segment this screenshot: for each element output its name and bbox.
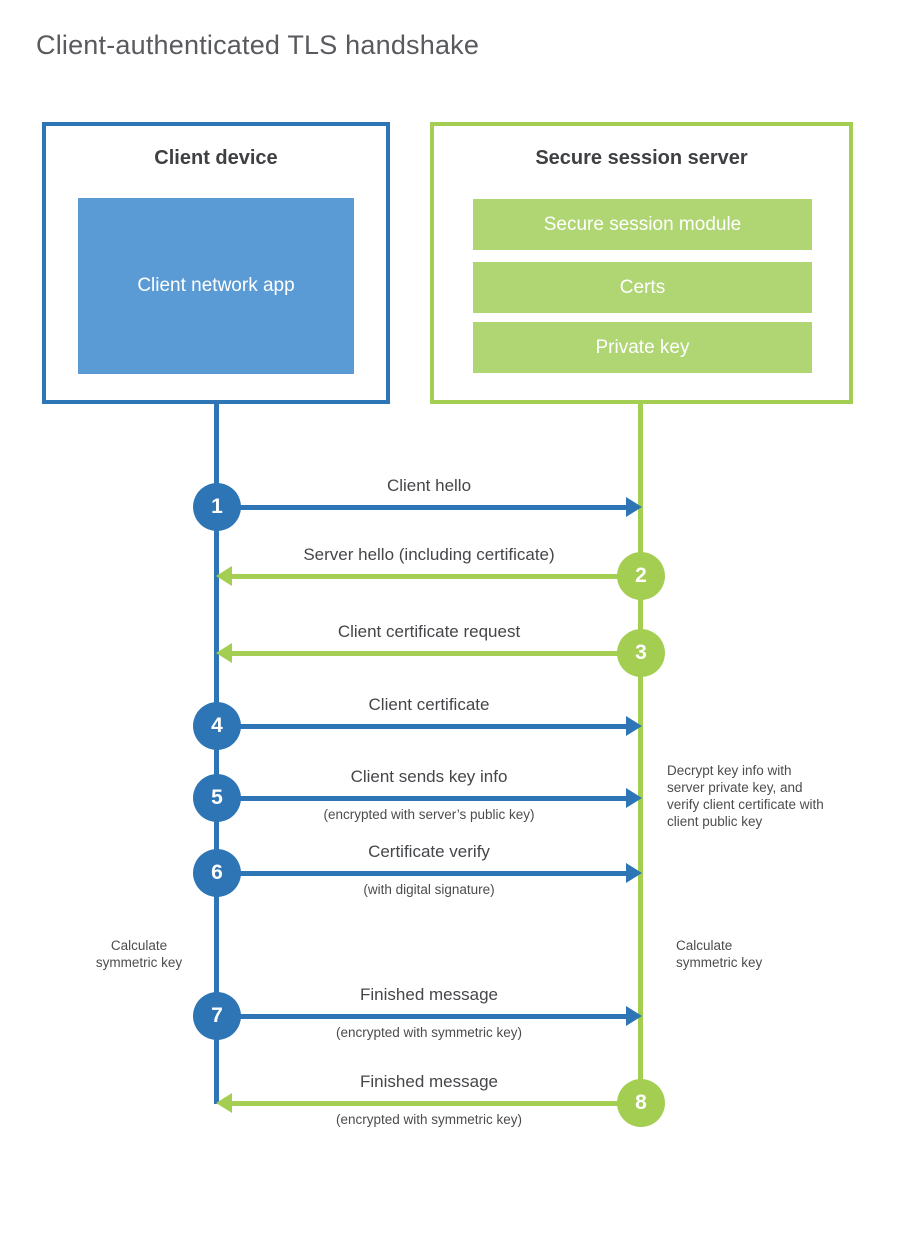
server-decrypt-note: Decrypt key info with server private key… bbox=[667, 763, 824, 829]
message-sublabel-6: (with digital signature) bbox=[363, 882, 495, 897]
arrow-client-to-server-6 bbox=[217, 863, 642, 883]
server-calculate-symmetric-key-note: Calculate symmetric key bbox=[676, 938, 763, 970]
client-calculate-symmetric-key-note: Calculate symmetric key bbox=[95, 938, 183, 970]
client-network-app-label: Client network app bbox=[137, 275, 295, 297]
client-lifeline bbox=[214, 404, 219, 1104]
step-circle-4: 4 bbox=[193, 702, 241, 750]
arrow-client-to-server-7 bbox=[217, 1006, 642, 1026]
arrow-client-to-server-4 bbox=[217, 716, 642, 736]
step-circle-6: 6 bbox=[193, 849, 241, 897]
client-network-app-box: Client network app bbox=[78, 198, 354, 374]
step-circle-2: 2 bbox=[617, 552, 665, 600]
message-label-1: Client hello bbox=[386, 476, 472, 495]
step-circle-8: 8 bbox=[617, 1079, 665, 1127]
message-sublabel-7: (encrypted with symmetric key) bbox=[335, 1025, 523, 1040]
server-module-secure-session: Secure session module bbox=[473, 199, 812, 250]
step-circle-1: 1 bbox=[193, 483, 241, 531]
client-device-title: Client device bbox=[154, 147, 278, 169]
message-label-3: Client certificate request bbox=[337, 622, 521, 641]
message-label-2: Server hello (including certificate) bbox=[303, 545, 555, 564]
message-sublabel-8: (encrypted with symmetric key) bbox=[335, 1112, 523, 1127]
page-title: Client-authenticated TLS handshake bbox=[36, 30, 480, 60]
arrow-server-to-client-3 bbox=[216, 643, 641, 663]
arrow-server-to-client-8 bbox=[216, 1093, 641, 1113]
step-circle-7: 7 bbox=[193, 992, 241, 1040]
server-module-certs: Certs bbox=[473, 262, 812, 313]
message-label-7: Finished message bbox=[360, 985, 498, 1004]
message-label-4: Client certificate bbox=[368, 695, 490, 714]
arrow-server-to-client-2 bbox=[216, 566, 641, 586]
arrow-client-to-server-1 bbox=[217, 497, 642, 517]
secure-session-server-title: Secure session server bbox=[535, 147, 748, 169]
message-label-5: Client sends key info bbox=[350, 767, 508, 786]
server-module-private-key: Private key bbox=[473, 322, 812, 373]
message-sublabel-5: (encrypted with server’s public key) bbox=[323, 807, 535, 822]
step-circle-3: 3 bbox=[617, 629, 665, 677]
message-label-6: Certificate verify bbox=[368, 842, 490, 861]
message-label-8: Finished message bbox=[360, 1072, 498, 1091]
arrow-client-to-server-5 bbox=[217, 788, 642, 808]
server-lifeline bbox=[638, 404, 643, 1104]
step-circle-5: 5 bbox=[193, 774, 241, 822]
